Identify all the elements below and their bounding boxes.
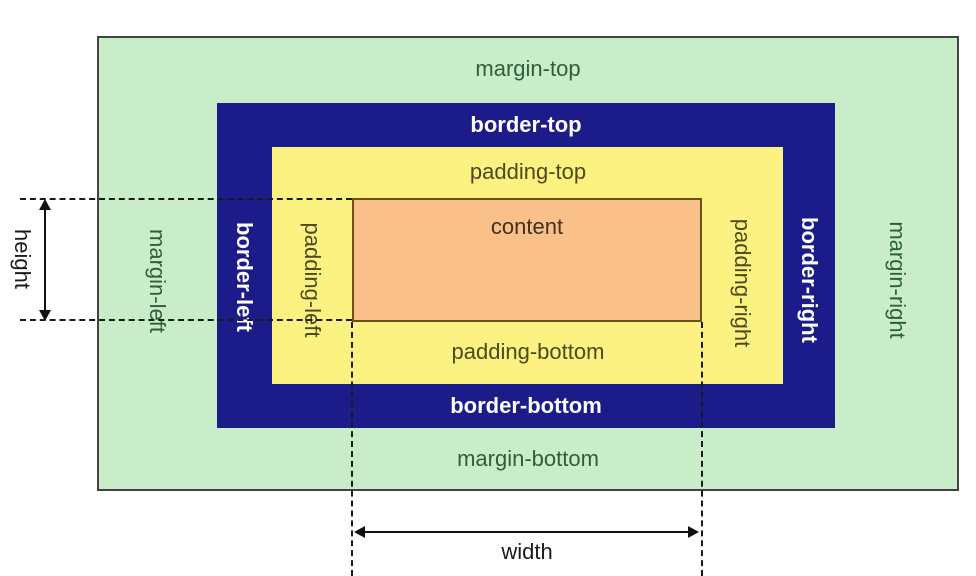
border-left-label: border-left — [232, 222, 257, 332]
width-arrow-left-icon — [354, 526, 365, 538]
padding-right-label: padding-right — [730, 218, 755, 348]
border-right-label: border-right — [797, 217, 822, 343]
width-arrow-right-icon — [688, 526, 699, 538]
height-arrow — [44, 204, 46, 316]
margin-top-label: margin-top — [475, 56, 581, 81]
content-left-guide-line — [351, 322, 353, 576]
height-arrow-up-icon — [39, 199, 51, 210]
border-top-label: border-top — [470, 112, 582, 137]
width-label: width — [501, 539, 553, 564]
margin-left-label: margin-left — [145, 229, 170, 333]
content-top-guide-line — [20, 198, 352, 200]
content-bottom-guide-line — [20, 319, 352, 321]
margin-bottom-label: margin-bottom — [457, 446, 599, 471]
border-bottom-label: border-bottom — [450, 393, 602, 418]
content-right-guide-line — [701, 322, 703, 576]
padding-bottom-label: padding-bottom — [451, 339, 605, 364]
content-label: content — [490, 214, 564, 239]
margin-right-label: margin-right — [885, 221, 910, 339]
content-box — [352, 198, 702, 322]
height-arrow-down-icon — [39, 310, 51, 321]
width-arrow — [360, 531, 696, 533]
height-label: height — [10, 229, 35, 289]
padding-top-label: padding-top — [469, 159, 587, 184]
